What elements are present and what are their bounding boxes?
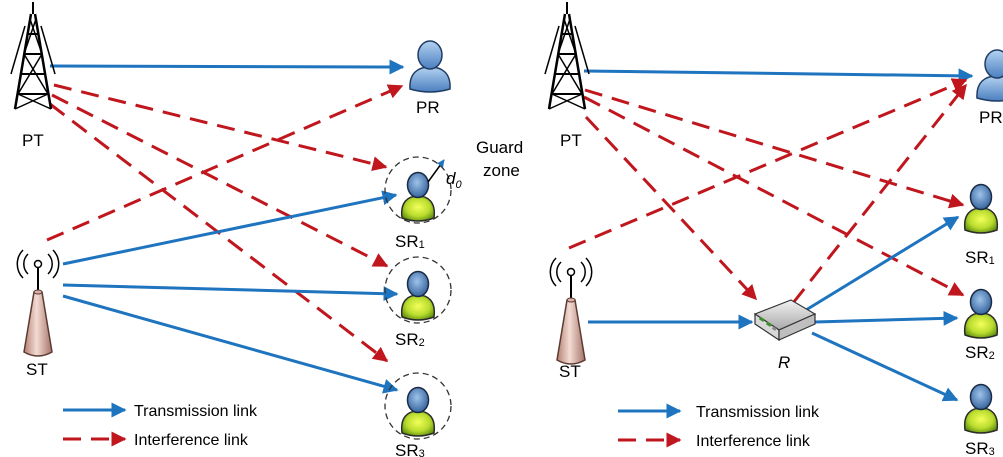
- left-links: [46, 59, 405, 394]
- sr1-label: SR1: [395, 232, 425, 251]
- relay-router-icon: [753, 299, 817, 342]
- sr3-user-icon: [400, 386, 436, 437]
- pt-tower-icon-right: [543, 0, 591, 111]
- legend-transmission-label: Transmission link: [134, 403, 258, 420]
- pr-user-icon-right: [976, 49, 1003, 102]
- pr-label-right: PR: [979, 108, 1003, 127]
- relay-label: R: [778, 353, 790, 372]
- sr2-user-icon-right: [963, 288, 999, 339]
- guard-zone-label-line2: zone: [483, 161, 520, 180]
- st-antenna-icon-right: [549, 257, 593, 365]
- link-relay-sr1-transmission: [805, 215, 960, 312]
- pt-tower-icon: [9, 0, 57, 111]
- link-pt-sr1-interference-right: [584, 88, 965, 209]
- pr-user-icon: [409, 40, 451, 93]
- right-panel: PT PR ST R SR1 SR2 SR3 Transmission link…: [543, 0, 1003, 457]
- link-pt-sr1-interference: [53, 83, 388, 172]
- link-st-sr3-transmission: [62, 294, 399, 394]
- link-pt-pr-transmission-right: [583, 68, 974, 84]
- link-st-pr-interference-right: [568, 78, 968, 250]
- st-antenna-icon: [16, 249, 60, 357]
- sr3-user-icon-right: [963, 383, 999, 434]
- guard-zone-sr1: [384, 156, 452, 224]
- sr2-label: SR2: [395, 330, 425, 349]
- link-pt-relay-interference: [584, 115, 758, 301]
- link-relay-sr3-transmission: [811, 331, 959, 402]
- d0-label: d0: [446, 169, 462, 191]
- link-relay-pr-interference: [791, 83, 968, 304]
- sr2-user-icon: [400, 270, 436, 321]
- pt-label-right: PT: [560, 131, 582, 150]
- link-pt-pr-transmission: [49, 59, 405, 75]
- st-label: ST: [26, 360, 48, 379]
- link-st-sr1-transmission: [62, 190, 398, 266]
- sr2-label-right: SR2: [965, 343, 995, 362]
- guard-zone-label-line1: Guard: [476, 138, 523, 157]
- link-relay-sr2-transmission: [814, 310, 959, 326]
- sr3-label: SR3: [395, 441, 425, 457]
- sr3-label-right: SR3: [965, 439, 995, 457]
- link-pt-sr2-interference-right: [583, 95, 965, 297]
- sr1-user-icon-right: [963, 183, 999, 234]
- right-legend: Transmission link Interference link: [618, 403, 820, 450]
- right-links: [568, 68, 974, 402]
- pr-label: PR: [416, 98, 440, 117]
- link-st-pr-interference: [46, 84, 404, 242]
- st-label-right: ST: [559, 362, 581, 381]
- sr1-label-right: SR1: [965, 248, 995, 267]
- d0-radius-arrow: [427, 159, 445, 183]
- link-st-sr2-transmission: [62, 283, 399, 302]
- legend-transmission-label-right: Transmission link: [696, 404, 820, 421]
- guard-zone-sr2: [384, 256, 452, 324]
- legend-interference-label-right: Interference link: [696, 433, 811, 450]
- link-pt-sr2-interference: [51, 93, 389, 268]
- left-panel: d0 PT PR ST Guard zone SR1 SR2 SR3 Trans…: [9, 0, 523, 457]
- guard-zone-sr3: [384, 372, 452, 440]
- left-legend: Transmission link Interference link: [63, 402, 258, 449]
- legend-interference-label: Interference link: [134, 432, 249, 449]
- pt-label: PT: [22, 131, 44, 150]
